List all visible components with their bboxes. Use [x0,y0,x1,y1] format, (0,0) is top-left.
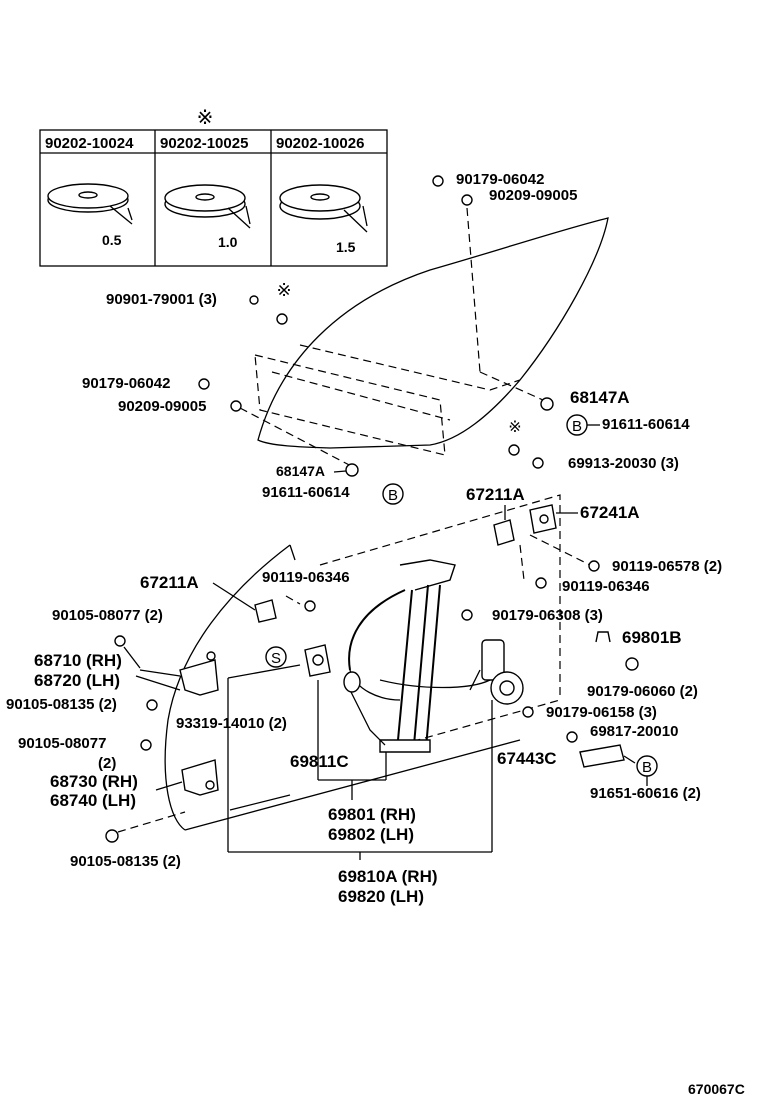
label-69801: 69801 (RH) [328,805,416,824]
fastener-clip-mark [508,444,520,456]
label-90105-08135-top: 90105-08135 (2) [6,696,117,713]
fastener-90209-09005-left [230,400,242,412]
label-69801B: 69801B [622,628,682,647]
label-68720: 68720 (LH) [34,671,120,690]
label-67211A-right: 67211A [466,485,525,504]
bolt-90119-06346-left [304,600,316,612]
callout-B-2-text: B [388,487,398,504]
label-91611-60614-right: 91611-60614 [602,416,690,433]
assembly-brackets [227,664,493,860]
label-69817-20010: 69817-20010 [590,723,678,740]
label-68147A-right: 68147A [570,388,630,407]
bracket-67443C [579,744,625,768]
label-68740: 68740 (LH) [50,791,136,810]
bolt-69817-20010 [566,731,578,743]
diagram-id: 670067C [688,1081,745,1097]
reference-mark-glass: ※ [276,280,291,300]
table-col-1-part: 90202-10024 [45,135,134,152]
bolt-90105-08135-top [146,699,158,711]
callout-B-3-text: B [642,759,652,776]
table-col-3-thickness: 1.5 [336,239,356,255]
bracket-69811C-left [304,644,331,677]
label-91611-60614-left: 91611-60614 [262,484,350,501]
label-90179-06042-top: 90179-06042 [456,171,544,188]
label-69811C: 69811C [290,752,349,771]
fastener-68147A-right [540,397,554,411]
label-69810A: 69810A (RH) [338,867,438,886]
fastener-90179-06042-left [198,378,210,390]
label-90119-06346-left: 90119-06346 [262,569,350,586]
fastener-90209-09005-top [461,194,473,206]
table-col-2-part: 90202-10025 [160,135,248,152]
fastener-90901-79001-b [276,313,288,325]
bolt-90105-08135-bot [105,829,119,843]
window-regulator [343,559,491,753]
regulator-motor [469,639,524,705]
label-90105-08077-mid-qty: (2) [98,755,116,772]
fastener-90179-06042-top [432,175,444,187]
washer-icon-1-5 [279,184,368,233]
label-90179-06060: 90179-06060 (2) [587,683,698,700]
bolt-90105-08077-mid [140,739,152,751]
reference-mark-table: ※ [197,107,214,129]
bolt-90179-06158 [522,706,534,718]
label-90179-06158: 90179-06158 (3) [546,704,657,721]
label-67443C: 67443C [497,749,557,768]
label-68147A-left: 68147A [276,463,325,479]
label-90209-09005-top: 90209-09005 [489,187,577,204]
washer-table: ※ 90202-10024 90202-10025 90202-10026 0.… [39,107,388,267]
clip-69801B [595,631,611,643]
bolt-90105-08077-top [114,635,126,647]
label-90209-09005-left: 90209-09005 [118,398,206,415]
label-90119-06578: 90119-06578 (2) [612,558,722,575]
door-glass [254,207,609,456]
label-69820: 69820 (LH) [338,887,424,906]
table-col-1-thickness: 0.5 [102,232,122,248]
fastener-69913-20030 [532,457,544,469]
label-67211A-left: 67211A [140,573,199,592]
bolt-90179-06060 [625,657,639,671]
label-67241A: 67241A [580,503,640,522]
hinge-upper [139,651,219,696]
reference-mark-clip: ※ [508,419,521,436]
washer-icon-0-5 [47,183,133,225]
callout-S [265,646,287,668]
callout-B-1-text: B [572,418,582,435]
bracket-67211A-right [493,519,515,546]
table-col-2-thickness: 1.0 [218,234,238,250]
bracket-67241A [529,504,557,534]
fastener-90901-79001-a [249,295,259,305]
bolt-90119-06346-right [535,577,547,589]
label-69913-20030: 69913-20030 (3) [568,455,679,472]
washer-icon-1-0 [164,184,251,229]
label-68730: 68730 (RH) [50,772,138,791]
label-90105-08077-top: 90105-08077 (2) [52,607,163,624]
label-68710: 68710 (RH) [34,651,122,670]
label-90179-06042-left: 90179-06042 [82,375,170,392]
label-93319-14010: 93319-14010 (2) [176,715,287,732]
callout-B-2 [382,483,404,505]
bolt-90119-06578 [588,560,600,572]
fastener-68147A-left [345,463,359,477]
label-90119-06346-right: 90119-06346 [562,578,650,595]
bolt-90179-06308 [461,609,473,621]
hinge-lower [155,759,219,796]
label-69802: 69802 (LH) [328,825,414,844]
bracket-67211A-left [254,599,277,623]
label-90179-06308: 90179-06308 (3) [492,607,603,624]
label-90901-79001: 90901-79001 (3) [106,291,217,308]
callout-S-text: S [271,650,281,667]
label-90105-08135-bot: 90105-08135 (2) [70,853,181,870]
label-90105-08077-mid: 90105-08077 [18,735,106,752]
label-91651-60616: 91651-60616 (2) [590,785,701,802]
table-col-3-part: 90202-10026 [276,135,364,152]
table-frame [39,129,388,267]
